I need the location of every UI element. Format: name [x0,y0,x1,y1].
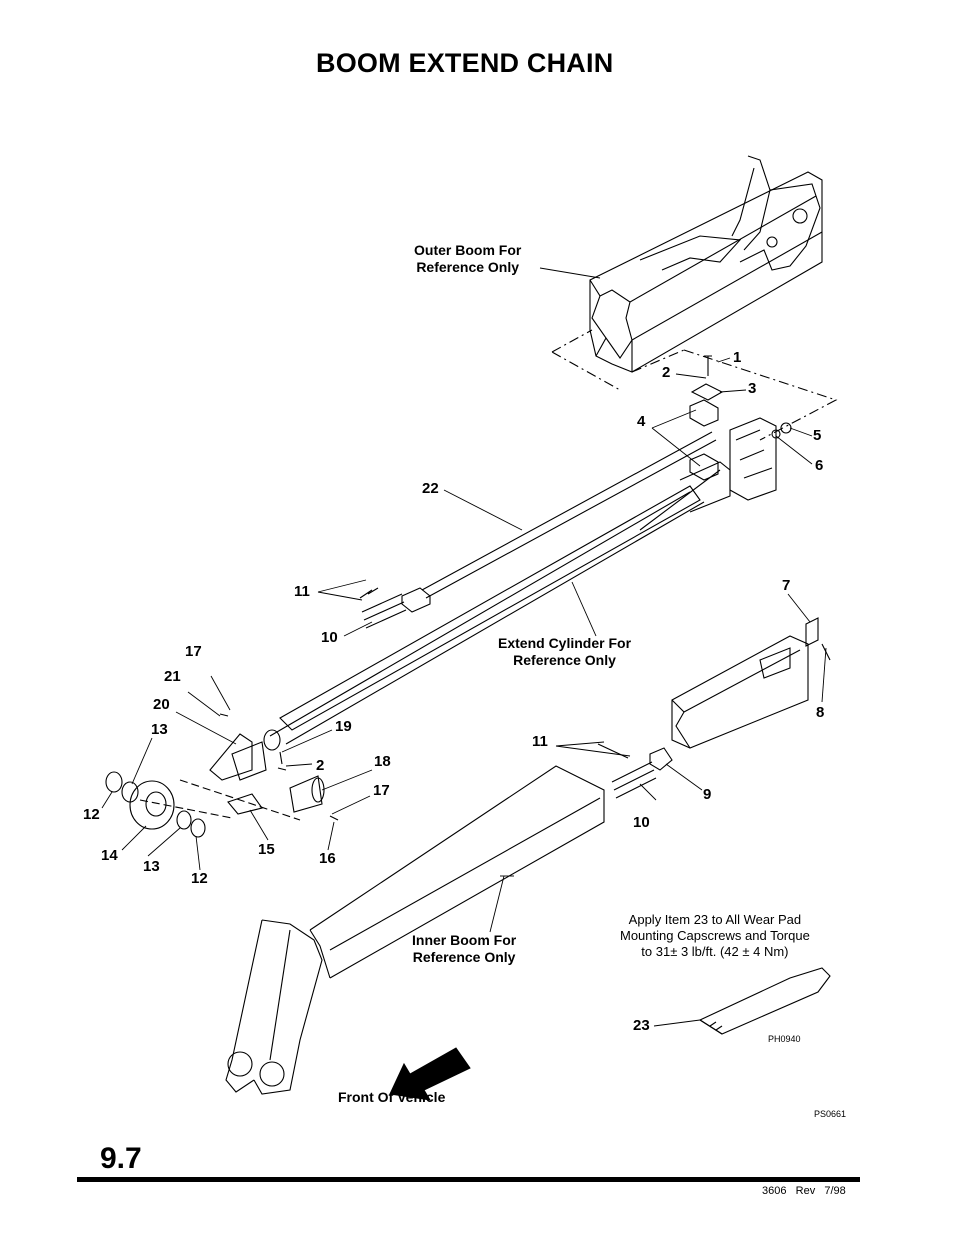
callout-14: 14 [101,847,118,864]
callout-12-bottom: 12 [191,870,208,887]
upper-hardware-drawing [639,355,792,531]
page-title: BOOM EXTEND CHAIN [316,48,614,78]
chain-rod-22-drawing [401,431,717,613]
callout-7: 7 [782,577,791,594]
front-direction-arrow-icon [389,1047,471,1101]
outer-boom-drawing [589,155,823,373]
callout-22: 22 [422,480,439,497]
torque-note-line3: to 31± 3 lb/ft. (42 ± 4 Nm) [641,944,789,959]
callout-16: 16 [319,850,336,867]
callout-13-top: 13 [151,721,168,738]
callout-4: 4 [637,413,646,430]
callout-17-right: 17 [373,782,390,799]
boom-tip-drawing [597,617,831,799]
torque-note: Apply Item 23 to All Wear Pad Mounting C… [620,912,810,960]
callout-2: 2 [662,364,671,381]
callout-21: 21 [164,668,181,685]
callout-2-lower: 2 [316,757,325,774]
chain-links-upper-drawing [359,587,407,629]
callout-1: 1 [733,349,742,366]
callout-19: 19 [335,718,352,735]
callout-23: 23 [633,1017,650,1034]
outer-boom-label-line1: Outer Boom For [414,242,522,258]
extend-cylinder-label: Extend Cylinder For Reference Only [498,635,631,669]
extend-cylinder-label-line2: Reference Only [513,652,616,668]
compound-tube-drawing [698,967,831,1035]
extend-cylinder-label-line1: Extend Cylinder For [498,635,632,651]
callout-18: 18 [374,753,391,770]
callout-17-top: 17 [185,643,202,660]
footer-text: 3606 Rev 7/98 [762,1185,846,1197]
callout-15: 15 [258,841,275,858]
section-number: 9.7 [100,1142,142,1175]
callout-20: 20 [153,696,170,713]
front-of-vehicle-label: Front Of Vehicle [338,1089,446,1105]
inner-boom-label-line2: Reference Only [412,949,516,965]
callout-6: 6 [815,457,824,474]
callout-8: 8 [816,704,825,721]
callout-13-bottom: 13 [143,858,160,875]
callout-12-left: 12 [83,806,100,823]
callout-5: 5 [813,427,822,444]
sheave-bracket-drawing [105,713,339,838]
ph-code: PH0940 [768,1034,801,1044]
callout-11-upper: 11 [294,583,310,600]
callout-10-lower: 10 [633,814,650,831]
outer-boom-label-line2: Reference Only [416,259,520,275]
footer-rule [77,1177,860,1182]
callout-3: 3 [748,380,757,397]
ps-code: PS0661 [814,1109,847,1119]
inner-boom-label-line1: Inner Boom For [412,932,517,948]
leader-lines [101,267,827,1027]
extend-cylinder-drawing [263,461,731,751]
callout-10-upper: 10 [321,629,338,646]
outer-boom-label: Outer Boom For Reference Only [414,242,521,276]
callout-11-lower: 11 [532,733,548,750]
torque-note-line2: Mounting Capscrews and Torque [620,928,810,943]
inner-boom-label: Inner Boom For Reference Only [412,932,516,966]
torque-note-line1: Apply Item 23 to All Wear Pad [628,912,802,927]
inner-boom-drawing [225,765,605,1095]
callout-9: 9 [703,786,712,803]
